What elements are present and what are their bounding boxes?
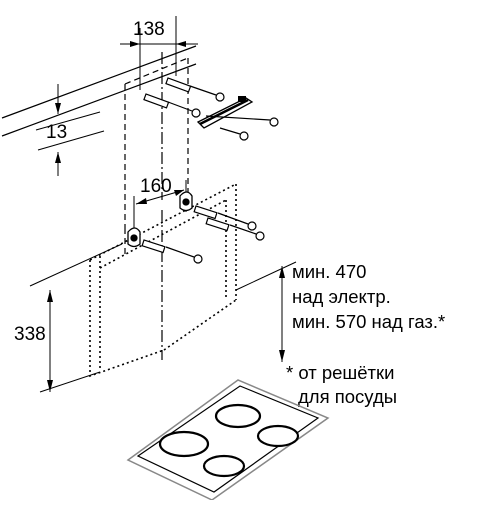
- footnote-line2: для посуды: [298, 386, 397, 407]
- hood-body-outline: [89, 183, 237, 378]
- distance-notes: мин. 470 над электр. мин. 570 над газ.* …: [286, 261, 445, 407]
- dimension-138: 138: [120, 16, 198, 90]
- lower-screws: [141, 205, 265, 264]
- upper-screws: [143, 77, 225, 118]
- burner-back: [214, 403, 262, 429]
- upper-bracket: [196, 96, 279, 141]
- cooktop: [126, 379, 330, 501]
- dimension-160-label: 160: [140, 176, 172, 197]
- footnote-line1: * от решётки: [286, 362, 394, 383]
- min-distance-dimension: [235, 261, 297, 362]
- wall-reference-line: [29, 243, 123, 287]
- hook-brackets: [127, 191, 193, 248]
- ceiling-plate: [1, 45, 197, 137]
- note-electric-line2: над электр.: [292, 286, 391, 307]
- dimension-338: 338: [14, 290, 101, 393]
- upper-duct-outline: [124, 57, 189, 228]
- dimension-13-label: 13: [46, 122, 67, 143]
- burner-left: [158, 430, 210, 458]
- burner-right: [256, 424, 300, 448]
- dimension-13: 13: [35, 84, 105, 176]
- dimension-338-label: 338: [14, 324, 46, 345]
- note-electric-line1: мин. 470: [292, 261, 366, 282]
- dimension-138-label: 138: [133, 19, 165, 40]
- note-gas-line: мин. 570 над газ.*: [292, 311, 445, 332]
- dimension-160: 160: [133, 176, 187, 236]
- burner-front: [202, 454, 246, 478]
